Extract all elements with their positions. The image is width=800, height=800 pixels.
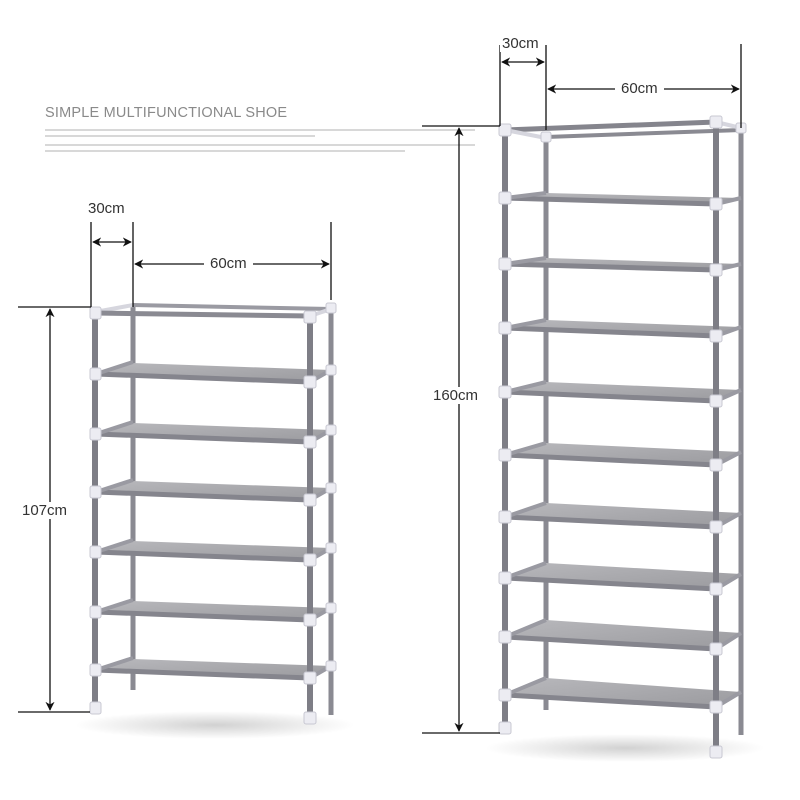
small-rack-dimensions: [18, 222, 332, 713]
product-title: SIMPLE MULTIFUNCTIONAL SHOE: [45, 105, 288, 121]
tall-rack-width-label: 60cm: [615, 80, 664, 97]
small-shoe-rack: [75, 302, 355, 739]
fine-print-line: [45, 135, 315, 137]
fine-print-line: [45, 129, 475, 131]
tall-rack-height-label: 160cm: [431, 387, 481, 404]
fine-print-line: [45, 150, 405, 152]
tall-rack-depth-label: 30cm: [500, 35, 541, 52]
fine-print-line: [45, 144, 475, 146]
tall-shoe-rack: [485, 115, 765, 762]
small-rack-height-label: 107cm: [20, 502, 70, 519]
tall-rack-dimensions: [422, 44, 742, 734]
small-rack-depth-label: 30cm: [86, 200, 127, 217]
small-rack-width-label: 60cm: [204, 255, 253, 272]
